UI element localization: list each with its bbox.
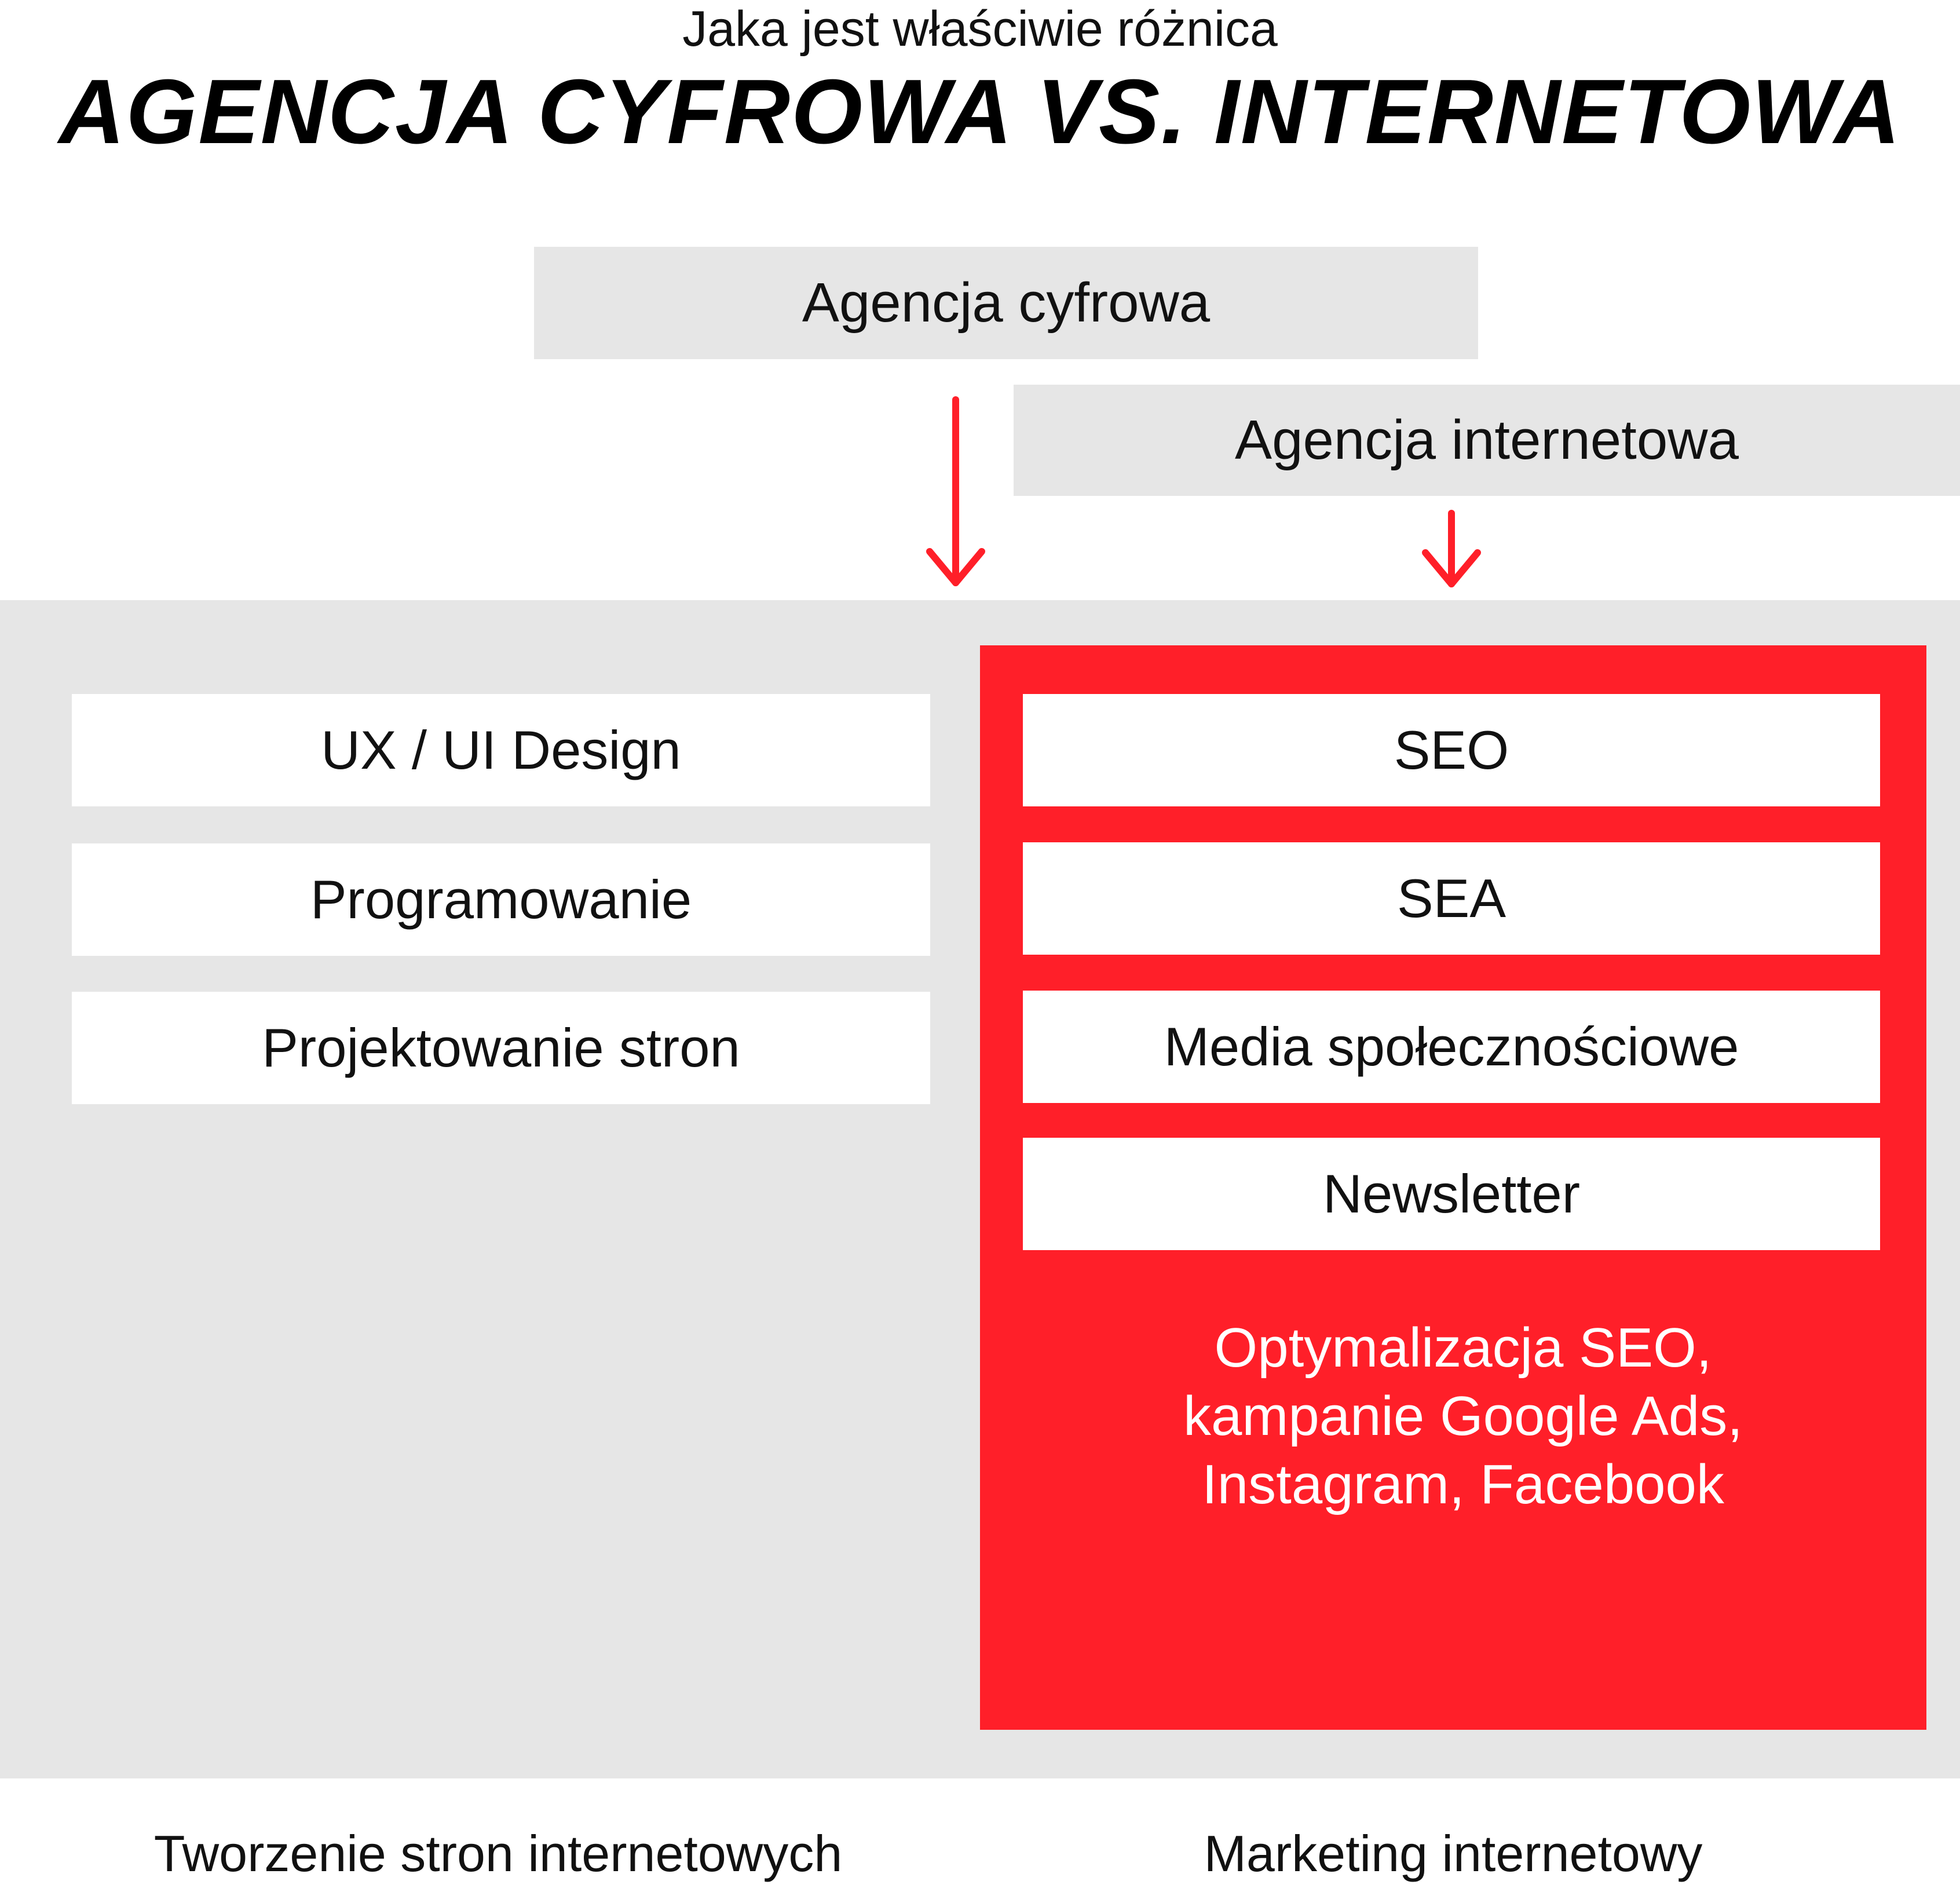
internet-description: Optymalizacja SEO, kampanie Google Ads, … (1183, 1317, 1743, 1515)
service-label: Programowanie (310, 869, 692, 930)
service-label: Projektowanie stron (262, 1017, 740, 1078)
digital-agency-header: Agencja cyfrowa (534, 247, 1478, 359)
service-label: SEO (1394, 719, 1509, 780)
service-social-media: Media społecznościowe (1023, 991, 1880, 1103)
footer-left-label: Tworzenie stron internetowych (153, 1825, 843, 1882)
internet-agency-header: Agencja internetowa (1014, 385, 1960, 496)
service-seo: SEO (1023, 694, 1880, 806)
service-label: Media społecznościowe (1164, 1016, 1739, 1077)
arrow-down-icon (926, 396, 985, 586)
internet-agency-label: Agencja internetowa (1235, 409, 1739, 471)
service-programming: Programowanie (72, 843, 930, 956)
service-label: Newsletter (1322, 1163, 1581, 1224)
service-web-design: Projektowanie stron (72, 992, 930, 1104)
subtitle: Jaka jest właściwie różnica (682, 1, 1278, 57)
arrow-down-icon (1422, 510, 1481, 587)
digital-agency-label: Agencja cyfrowa (802, 272, 1211, 334)
service-label: UX / UI Design (321, 719, 681, 780)
service-label: SEA (1396, 868, 1506, 929)
service-newsletter: Newsletter (1023, 1138, 1880, 1250)
service-sea: SEA (1023, 842, 1880, 955)
service-ux-ui-design: UX / UI Design (72, 694, 930, 806)
page-title: AGENCJA CYFROWA VS. INTERNETOWA (58, 61, 1902, 163)
footer-right-label: Marketing internetowy (1204, 1825, 1703, 1882)
